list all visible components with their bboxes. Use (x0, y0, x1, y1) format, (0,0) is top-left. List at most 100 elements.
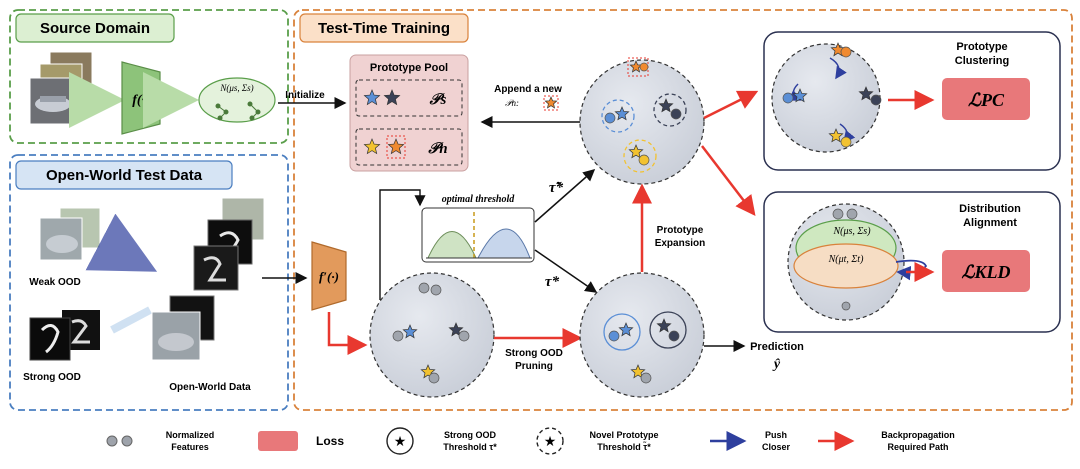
expansion-label-1: Prototype (657, 225, 704, 236)
append-label-2: 𝒫n: (505, 98, 519, 108)
legend-novel-ring (536, 427, 564, 455)
expanded-star-dark-icon (658, 98, 674, 113)
loss-kld-label: ℒKLD (962, 262, 1011, 282)
tau-tilde-arrow (534, 169, 596, 223)
ps-star-blue-icon (363, 89, 381, 106)
legend-strong-2: Threshold τ* (443, 442, 497, 452)
pruning-label-2: Pruning (515, 361, 553, 372)
cluster-dot-orange (840, 46, 852, 58)
loss-kld-box (942, 250, 1030, 292)
expanded-dot-dark (670, 108, 682, 120)
strong-ood-images (29, 310, 100, 361)
pruned-star-yellow-icon (630, 364, 646, 379)
test-time-title: Test-Time Training (318, 20, 450, 37)
feature-dot (458, 330, 470, 342)
alignment-dot (846, 208, 858, 220)
feature-marks (363, 42, 882, 384)
novel-ring-yellow (623, 139, 657, 173)
alignment-title-2: Alignment (963, 217, 1017, 229)
feature-dot (428, 372, 440, 384)
cluster-star-blue-icon (792, 88, 808, 103)
gaussian-target-label: N(μt, Σt) (828, 254, 865, 265)
source-gaussian-points (215, 101, 261, 121)
append-star-box (543, 95, 559, 111)
pn-star-orange-icon (387, 138, 405, 155)
prediction-y-hat: ŷ (772, 357, 781, 372)
source-images (29, 51, 93, 125)
loss-pc-box (942, 78, 1030, 120)
weak-ood-images (39, 207, 101, 261)
pn-star-yellow-icon (363, 138, 381, 155)
expanded-star-yellow-icon (628, 144, 644, 159)
source-domain-panel (9, 9, 289, 144)
weak-to-data-arrow (85, 213, 158, 272)
tau-label: τ* (545, 274, 560, 290)
expanded-dot-blue (604, 112, 616, 124)
feature-star-blue-icon (402, 324, 418, 339)
ps-star-dark-icon (383, 89, 401, 106)
open-world-header (15, 160, 233, 190)
gaussian-target (793, 243, 899, 289)
test-time-panel (293, 9, 1073, 411)
backprop-path-encoder (327, 312, 368, 355)
legend-strong-star-icon: ★ (394, 433, 407, 449)
source-gaussian-label: N(μs, Σs) (219, 83, 253, 93)
legend-novel-1: Novel Prototype (589, 430, 658, 440)
pn-new-highlight (386, 135, 406, 159)
append-star-icon (544, 96, 558, 109)
legend-backprop-2: Required Path (887, 442, 948, 452)
open-world-data-label: Open-World Data (169, 382, 251, 393)
expansion-label-2: Expansion (655, 238, 706, 249)
pruning-label-1: Strong OOD (505, 348, 563, 359)
strong-ood-label: Strong OOD (23, 372, 81, 383)
legend-strong-1: Strong OOD (444, 430, 496, 440)
alignment-dot (841, 301, 851, 311)
cluster-star-dark-icon (858, 86, 874, 101)
threshold-curve-right (477, 228, 531, 259)
optimal-threshold-label: optimal threshold (442, 194, 516, 205)
feature-space-initial (369, 272, 495, 398)
legend-backprop-1: Backpropagation (881, 430, 955, 440)
source-domain-header (15, 13, 175, 43)
clustering-title-2: Clustering (955, 55, 1009, 67)
expanded-dot-orange (639, 62, 649, 72)
test-encoder-label: f′(·) (319, 269, 339, 284)
append-label-1: Append a new (494, 84, 562, 95)
feature-star-dark-icon (448, 322, 464, 337)
alignment-dot (832, 208, 844, 220)
threshold-curve-left (427, 231, 477, 259)
legend: Normalized Features Loss ★ Strong OOD Th… (106, 427, 955, 455)
cluster-dot-yellow (840, 136, 852, 148)
novel-ring-blue (601, 99, 635, 133)
feature-dot (430, 284, 442, 296)
legend-loss-swatch (258, 431, 298, 451)
legend-push-1: Push (765, 430, 787, 440)
alignment-title-1: Distribution (959, 203, 1021, 215)
legend-features-dot-1 (106, 435, 118, 447)
test-time-header (299, 13, 469, 43)
legend-features-2: Features (171, 442, 209, 452)
pruned-star-dark-icon (656, 318, 672, 333)
weak-ood-label: Weak OOD (29, 277, 81, 288)
pn-row (355, 128, 463, 166)
cluster-star-yellow-icon (828, 128, 844, 143)
pn-label: 𝒫n (427, 141, 447, 157)
legend-loss: Loss (316, 434, 344, 448)
legend-novel-2: Threshold τ̃* (597, 441, 651, 452)
open-world-title: Open-World Test Data (46, 167, 203, 184)
backprop-to-clustering (703, 90, 759, 120)
clustering-title-1: Prototype (956, 41, 1007, 53)
pruned-dot-blue (608, 330, 620, 342)
pruned-star-blue-icon (618, 322, 634, 337)
cluster-dot-blue (782, 92, 794, 104)
backprop-to-alignment (701, 145, 756, 216)
loss-pc-label: ℒPC (968, 90, 1005, 110)
legend-push-2: Closer (762, 442, 791, 452)
ps-row (355, 79, 463, 117)
expanded-star-blue-icon (614, 106, 630, 121)
expanded-dot-yellow (638, 154, 650, 166)
novel-ring-dark (653, 93, 687, 127)
ps-label: 𝒫s (429, 92, 447, 108)
legend-novel-star-icon: ★ (544, 433, 557, 449)
legend-features-dot-2 (121, 435, 133, 447)
